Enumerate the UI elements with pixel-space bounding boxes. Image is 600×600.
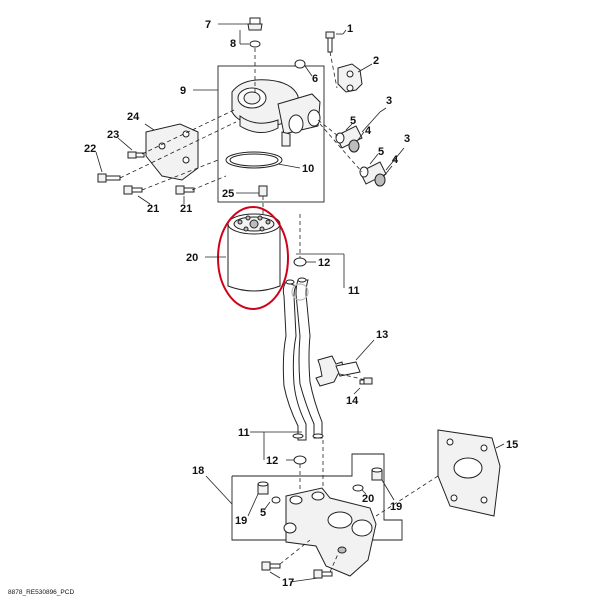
callout-25: 25 xyxy=(222,188,234,200)
oring-item-12-upper: 12 xyxy=(293,257,330,269)
filter-head-item-9: 9 6 xyxy=(180,59,325,203)
filter-base-item-18: 18 19 5 19 20 xyxy=(192,453,403,577)
bolt-item-1: 1 xyxy=(325,23,353,53)
plug-item-7: 7 xyxy=(205,17,263,31)
callout-19-right: 19 xyxy=(390,501,402,513)
drain-fitting-item-25: 25 xyxy=(222,185,268,200)
fitting-set-lower: 3 5 4 xyxy=(359,133,410,187)
callout-19-left: 19 xyxy=(235,515,247,527)
callout-12-lower: 12 xyxy=(266,455,278,467)
bolt-item-22: 22 xyxy=(84,143,121,183)
bolt-item-21-right: 21 xyxy=(175,185,195,215)
bracket-item-2: 2 xyxy=(337,55,379,93)
callout-8: 8 xyxy=(230,38,236,50)
callout-21-right: 21 xyxy=(180,203,192,215)
seal-ring-item-10: 10 xyxy=(225,151,314,175)
mount-bracket-item-24: 24 xyxy=(127,111,199,181)
callout-5-lower-a: 5 xyxy=(378,146,384,158)
callout-18: 18 xyxy=(192,465,204,477)
callout-22: 22 xyxy=(84,143,96,155)
callout-15: 15 xyxy=(506,439,518,451)
clip-item-13: 13 xyxy=(315,329,388,387)
callout-23: 23 xyxy=(107,129,119,141)
fuel-lines-item-11 xyxy=(282,277,324,441)
callout-13: 13 xyxy=(376,329,388,341)
callout-11-upper: 11 xyxy=(348,285,360,297)
callout-1: 1 xyxy=(347,23,353,35)
callout-3-upper: 3 xyxy=(386,95,392,107)
highlight-ring xyxy=(217,206,289,310)
callout-3-lower: 3 xyxy=(404,133,410,145)
callout-21-left: 21 xyxy=(147,203,159,215)
filter-element-item-20: 20 xyxy=(186,206,289,310)
bolt-item-14: 14 xyxy=(346,377,373,407)
figure-caption: 8878_RE530896_PCD xyxy=(8,589,74,596)
callout-12-upper: 12 xyxy=(318,257,330,269)
bolt-item-17-right xyxy=(313,569,333,579)
callout-5-bottom: 5 xyxy=(260,507,266,519)
bolt-item-17-left xyxy=(261,561,281,571)
callout-24: 24 xyxy=(127,111,140,123)
bolt-item-23: 23 xyxy=(107,129,145,159)
callout-20-top: 20 xyxy=(186,252,198,264)
callout-20-bottom: 20 xyxy=(362,493,374,505)
callout-5-upper: 5 xyxy=(350,115,356,127)
callout-14: 14 xyxy=(346,395,359,407)
callout-10: 10 xyxy=(302,163,314,175)
callout-2: 2 xyxy=(373,55,379,67)
callout-6: 6 xyxy=(312,73,318,85)
callout-4-lower: 4 xyxy=(392,154,399,166)
callout-4-upper: 4 xyxy=(365,125,372,137)
fitting-set-upper: 3 5 4 xyxy=(335,95,392,153)
bolt-item-21-left: 21 xyxy=(123,185,159,215)
callout-17: 17 xyxy=(282,577,294,589)
washer-item-8: 8 xyxy=(230,30,261,50)
callout-9: 9 xyxy=(180,85,186,97)
callout-11-lower: 11 xyxy=(238,427,250,439)
cover-plate-item-15: 15 xyxy=(437,429,518,517)
callout-7: 7 xyxy=(205,19,211,31)
